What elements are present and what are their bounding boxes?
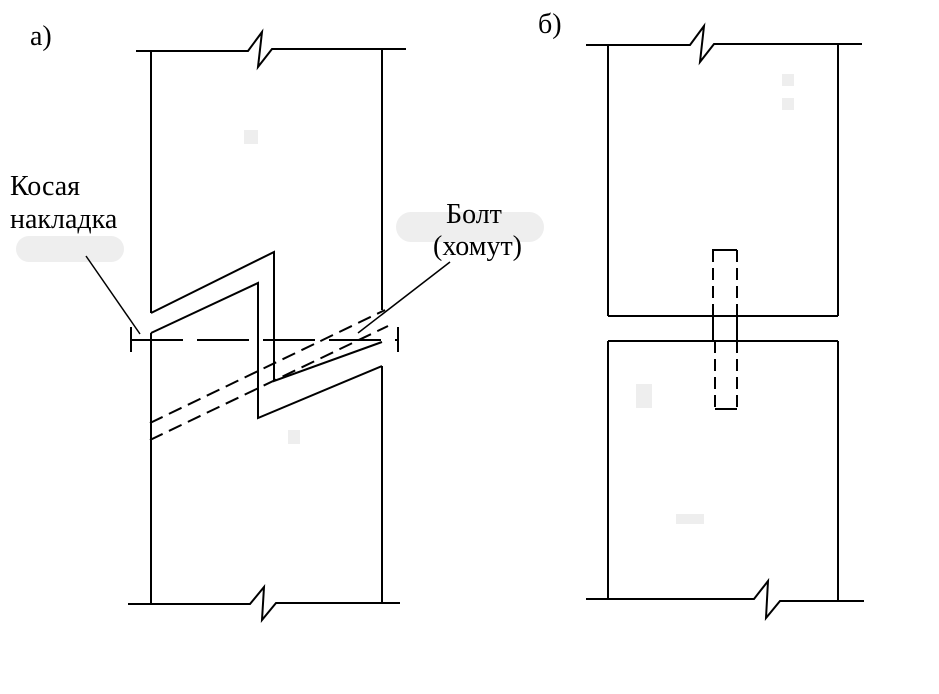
scan-smudge (636, 384, 652, 408)
bolt-label-line-1: Болт (446, 199, 502, 230)
scarf-inner-outline-a (150, 281, 383, 420)
bolt-leader-line (357, 261, 451, 334)
scan-smudge (782, 98, 794, 110)
scan-smudge (676, 514, 704, 524)
scarf-outer-outline-a (150, 250, 383, 383)
panel-b-letter: б) (538, 9, 562, 40)
scan-smudge (244, 130, 258, 144)
scan-smudge (16, 236, 124, 262)
scan-smudge (396, 212, 544, 242)
lap-label-line-2: накладка (10, 204, 118, 235)
break-line-bottom-b (586, 577, 864, 621)
panel-a-letter: а) (30, 21, 52, 52)
break-line-top-a (136, 28, 406, 71)
break-line-bottom-a (128, 583, 400, 624)
scan-smudge (782, 74, 794, 86)
panel-b-drawing (586, 22, 864, 621)
panel-a-drawing (85, 28, 451, 624)
bolt-dashed-lower-a (149, 325, 389, 441)
lap-leader-line (85, 255, 141, 335)
break-line-top-b (586, 22, 862, 66)
lap-label-line-1: Косая (10, 171, 81, 202)
bolt-label-line-2: (хомут) (433, 231, 523, 262)
dowel-b (712, 249, 738, 410)
bolt-dashed-upper-a (149, 309, 386, 424)
scan-smudge (288, 430, 300, 444)
